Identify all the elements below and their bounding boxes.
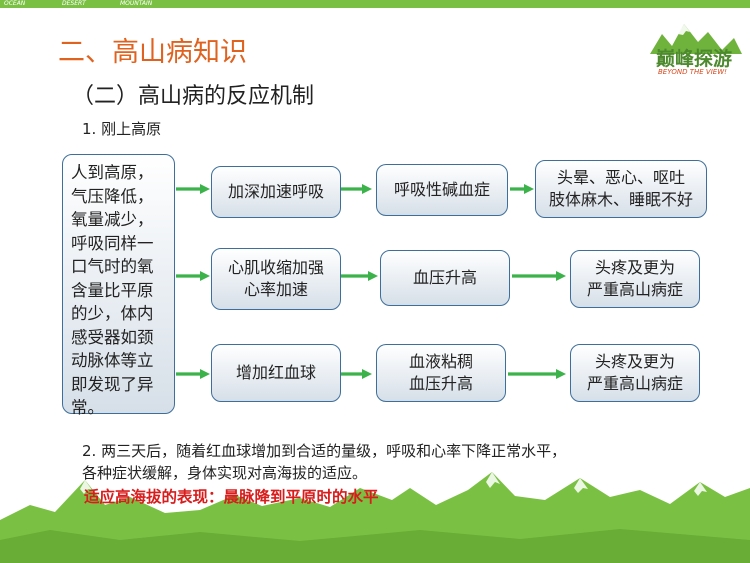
symptom-box-1: 头晕、恶心、呕吐 肢体麻木、睡眠不好 bbox=[535, 160, 707, 218]
symptom-box-2: 头疼及更为 严重高山病症 bbox=[570, 250, 700, 308]
effect-box-1: 呼吸性碱血症 bbox=[376, 164, 508, 216]
section-subtitle: （二）高山病的反应机制 bbox=[72, 84, 315, 109]
banner-label-desert: DESERT bbox=[62, 0, 86, 7]
effect-box-2: 血压升高 bbox=[380, 250, 510, 306]
step2-line1: 2. 两三天后，随着红血球增加到合适的量级，呼吸和心率下降正常水平， bbox=[82, 442, 567, 460]
logo-tagline: BEYOND THE VIEW! bbox=[658, 68, 727, 76]
cause-box: 人到高原， 气压降低， 氧量减少， 呼吸同样一 口气时的氧 含量比平原 的少，体… bbox=[62, 154, 175, 417]
top-banner: OCEAN DESERT MOUNTAIN bbox=[0, 0, 750, 8]
symptom-box-3: 头疼及更为 严重高山病症 bbox=[570, 344, 700, 402]
logo-name: 巅峰探游 bbox=[656, 48, 733, 70]
adaptation-highlight: 适应高海拔的表现：晨脉降到平原时的水平 bbox=[84, 488, 379, 506]
response-box-2: 心肌收缩加强 心率加速 bbox=[211, 248, 341, 310]
step1-heading: 1. 刚上高原 bbox=[82, 120, 162, 138]
banner-label-mountain: MOUNTAIN bbox=[120, 0, 153, 7]
step2-line2: 各种症状缓解，身体实现对高海拔的适应。 bbox=[82, 464, 368, 482]
banner-label-ocean: OCEAN bbox=[4, 0, 26, 7]
logo-mountain-icon bbox=[650, 24, 742, 54]
effect-box-3: 血液粘稠 血压升高 bbox=[376, 344, 506, 402]
response-box-3: 增加红血球 bbox=[211, 344, 341, 402]
response-box-1: 加深加速呼吸 bbox=[211, 166, 341, 218]
step2-text: 2. 两三天后，随着红血球增加到合适的量级，呼吸和心率下降正常水平， 各种症状缓… bbox=[82, 440, 566, 484]
page-title: 二、高山病知识 bbox=[58, 37, 247, 68]
